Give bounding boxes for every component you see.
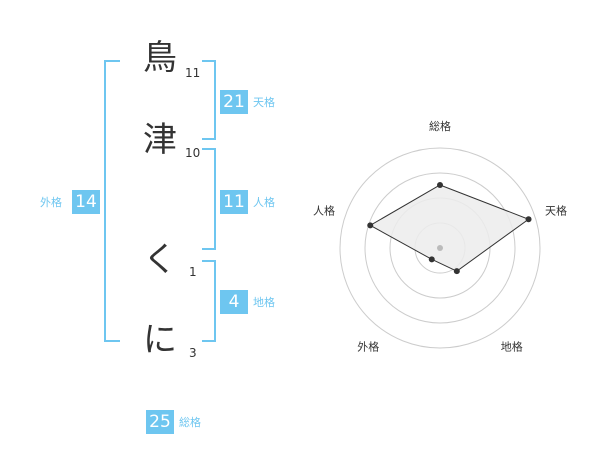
jinkaku-value: 11 bbox=[220, 190, 248, 214]
radar-axis-label-1: 総格 bbox=[429, 119, 451, 133]
radar-axis-label-5: 人格 bbox=[313, 203, 335, 217]
radar-point-2 bbox=[525, 216, 532, 223]
radar-center-dot bbox=[437, 245, 443, 251]
soukaku-label: 総格 bbox=[179, 416, 201, 429]
chikaku-bracket bbox=[202, 260, 216, 342]
stroke-count-1: 11 bbox=[185, 66, 201, 80]
jinkaku-bracket bbox=[202, 148, 216, 250]
radar-data-polygon bbox=[369, 184, 530, 272]
tenkaku-bracket bbox=[202, 60, 216, 140]
radar-point-1 bbox=[437, 181, 443, 188]
radar-point-3 bbox=[453, 268, 460, 275]
gaikaku-bracket bbox=[104, 60, 120, 342]
stroke-count-3: 1 bbox=[189, 265, 197, 279]
radar-point-4 bbox=[428, 256, 435, 263]
stroke-count-2: 10 bbox=[185, 146, 201, 160]
name-char-4: に bbox=[143, 320, 177, 360]
radar-ring bbox=[364, 172, 516, 324]
chikaku-label: 地格 bbox=[253, 296, 275, 309]
name-char-2: 津 bbox=[143, 120, 177, 160]
gaikaku-label: 外格 bbox=[40, 196, 62, 209]
chikaku-value: 4 bbox=[220, 290, 248, 314]
radar-point-5 bbox=[367, 222, 374, 229]
name-char-1: 鳥 bbox=[143, 38, 177, 78]
tenkaku-value: 21 bbox=[220, 90, 248, 114]
radar-axis-label-4: 外格 bbox=[357, 340, 379, 354]
tenkaku-label: 天格 bbox=[253, 96, 275, 109]
soukaku-value: 25 bbox=[146, 410, 174, 434]
radar-axis-label-2: 天格 bbox=[545, 203, 567, 217]
radar-axis-label-3: 地格 bbox=[501, 340, 523, 354]
stroke-count-4: 3 bbox=[189, 346, 197, 360]
jinkaku-label: 人格 bbox=[253, 196, 275, 209]
name-char-3: く bbox=[143, 240, 177, 280]
gaikaku-value: 14 bbox=[72, 190, 100, 214]
